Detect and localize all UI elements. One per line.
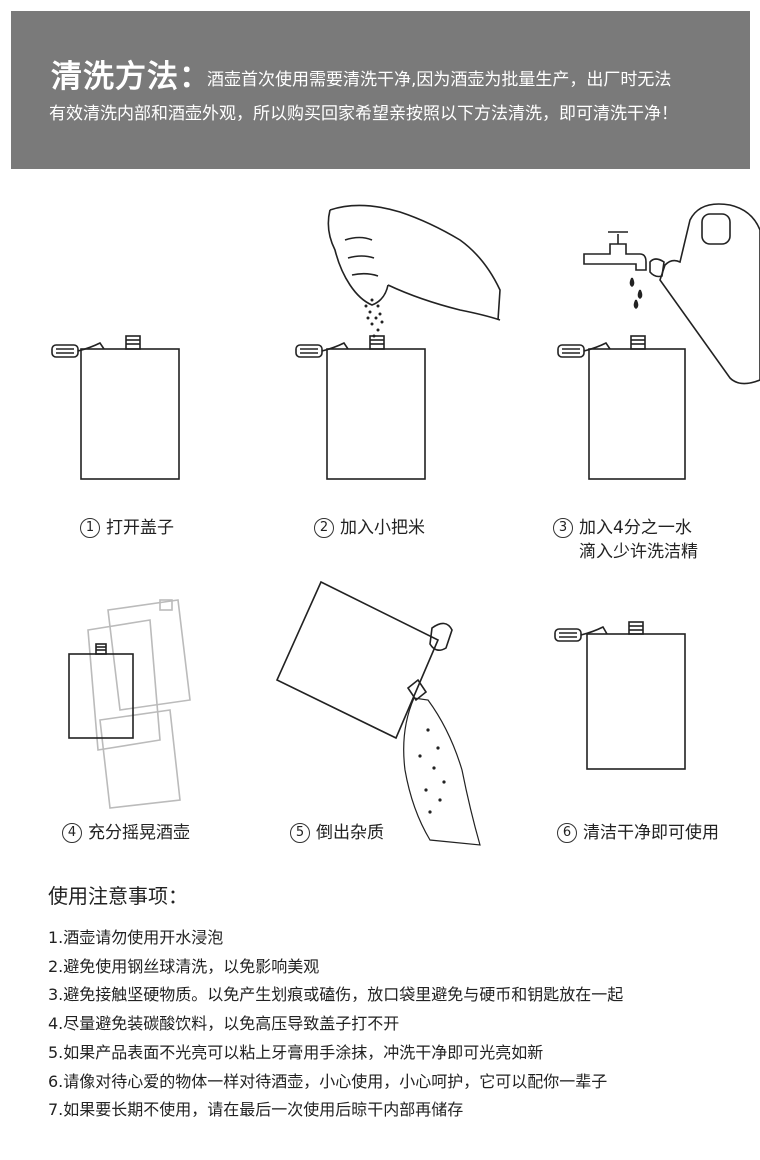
flask-water-illustration	[557, 203, 760, 480]
flask-open-illustration	[51, 335, 180, 480]
header-text-line2: 有效清洗内部和酒壶外观，所以购买回家希望亲按照以下方法清洗，即可清洗干净！	[49, 104, 678, 124]
faucet	[583, 243, 647, 271]
note-item: 6.请像对待心爱的物体一样对待酒壶，小心使用，小心呵护，它可以配你一辈子	[48, 1071, 608, 1091]
note-item: 5.如果产品表面不光亮可以粘上牙膏用手涂抹，冲洗干净即可光亮如新	[48, 1042, 544, 1062]
rice-grains	[364, 298, 384, 338]
flask-clean-illustration	[554, 621, 686, 770]
step-label: 加入4分之一水	[579, 518, 692, 538]
step-label: 加入小把米	[340, 518, 425, 538]
header-banner: 清洗方法： 酒壶首次使用需要清洗干净,因为酒壶为批量生产，出厂时无法 有效清洗内…	[11, 11, 750, 169]
header-text-line1: 酒壶首次使用需要清洗干净,因为酒壶为批量生产，出厂时无法	[207, 70, 672, 90]
step-number-badge: 2	[314, 518, 334, 538]
note-item: 4.尽量避免装碳酸饮料，以免高压导致盖子打不开	[48, 1014, 400, 1034]
notes-title: 使用注意事项：	[48, 884, 188, 908]
step-label: 倒出杂质	[316, 823, 384, 843]
header-title: 清洗方法：	[51, 59, 211, 95]
step-2-caption: 2 加入小把米	[314, 516, 425, 540]
step-label: 清洁干净即可使用	[583, 823, 719, 843]
note-item: 3.避免接触坚硬物质。以免产生划痕或磕伤，放口袋里避免与硬币和钥匙放在一起	[48, 985, 624, 1005]
cleaning-steps-illustration	[51, 203, 760, 846]
impurities	[418, 728, 446, 814]
step-number-badge: 3	[553, 518, 573, 538]
step-6-caption: 6 清洁干净即可使用	[557, 821, 719, 845]
note-item: 7.如果要长期不使用，请在最后一次使用后晾干内部再储存	[48, 1100, 464, 1120]
step-number-badge: 4	[62, 823, 82, 843]
step-number-badge: 5	[290, 823, 310, 843]
step-number-badge: 6	[557, 823, 577, 843]
step-5-caption: 5 倒出杂质	[290, 821, 384, 845]
step-number-badge: 1	[80, 518, 100, 538]
step-label: 打开盖子	[106, 518, 174, 538]
flask-shake-illustration	[68, 599, 191, 809]
flask-rice-illustration	[295, 204, 501, 480]
note-item: 2.避免使用钢丝球清洗，以免影响美观	[48, 956, 320, 976]
note-item: 1.酒壶请勿使用开水浸泡	[48, 928, 224, 947]
step-label-line2: 滴入少许洗洁精	[579, 542, 698, 562]
flask-pour-illustration	[275, 580, 481, 846]
step-4-caption: 4 充分摇晃酒壶	[62, 821, 190, 845]
step-3-caption: 3 加入4分之一水 滴入少许洗洁精	[553, 516, 698, 564]
notes-list: 1.酒壶请勿使用开水浸泡 2.避免使用钢丝球清洗，以免影响美观 3.避免接触坚硬…	[48, 924, 623, 1125]
detergent-bottle	[659, 203, 760, 385]
hand-outline	[329, 204, 501, 321]
step-label: 充分摇晃酒壶	[88, 823, 190, 843]
step-1-caption: 1 打开盖子	[80, 516, 174, 540]
